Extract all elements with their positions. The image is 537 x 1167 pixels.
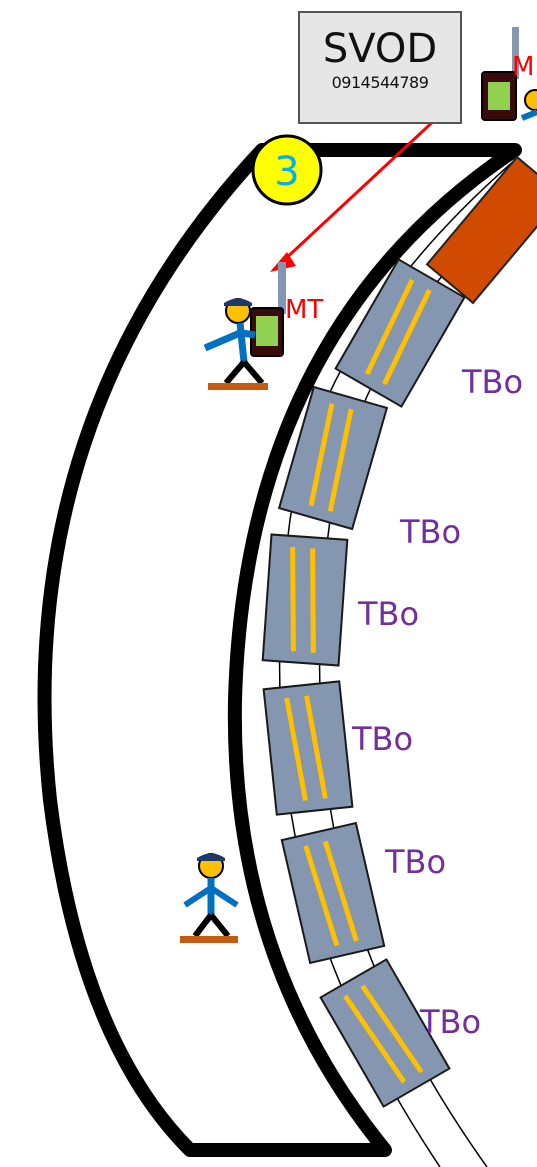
wagon-5 xyxy=(280,821,386,965)
wagon-label-6: TBo xyxy=(419,1003,481,1041)
wagon-4 xyxy=(262,680,354,816)
worker-top: M xyxy=(481,27,537,121)
worker-middle-label: MT xyxy=(285,295,323,325)
station-number: 3 xyxy=(274,149,299,195)
wagon-3 xyxy=(261,533,349,667)
wagon-6 xyxy=(319,958,451,1108)
antenna-middle xyxy=(278,262,286,314)
svod-title: SVOD xyxy=(322,26,438,72)
station-number-badge: 3 xyxy=(251,134,323,206)
wagon-label-3: TBo xyxy=(357,595,419,633)
wagon-label-1: TBo xyxy=(461,363,523,401)
svod-phone: 0914544789 xyxy=(331,73,429,92)
worker-top-label: M xyxy=(512,52,534,82)
wagon-1 xyxy=(334,258,466,408)
worker-middle: MT xyxy=(203,262,323,390)
locomotive xyxy=(425,155,537,305)
wagon-label-5: TBo xyxy=(384,843,446,881)
svod-box: SVOD 0914544789 xyxy=(298,11,462,124)
wagon-2 xyxy=(277,385,389,531)
worker-bottom xyxy=(180,853,239,943)
wagon-label-4: TBo xyxy=(351,720,413,758)
wagon-label-2: TBo xyxy=(399,513,461,551)
antenna-top xyxy=(512,27,519,79)
track-outer-curve xyxy=(37,143,522,1157)
